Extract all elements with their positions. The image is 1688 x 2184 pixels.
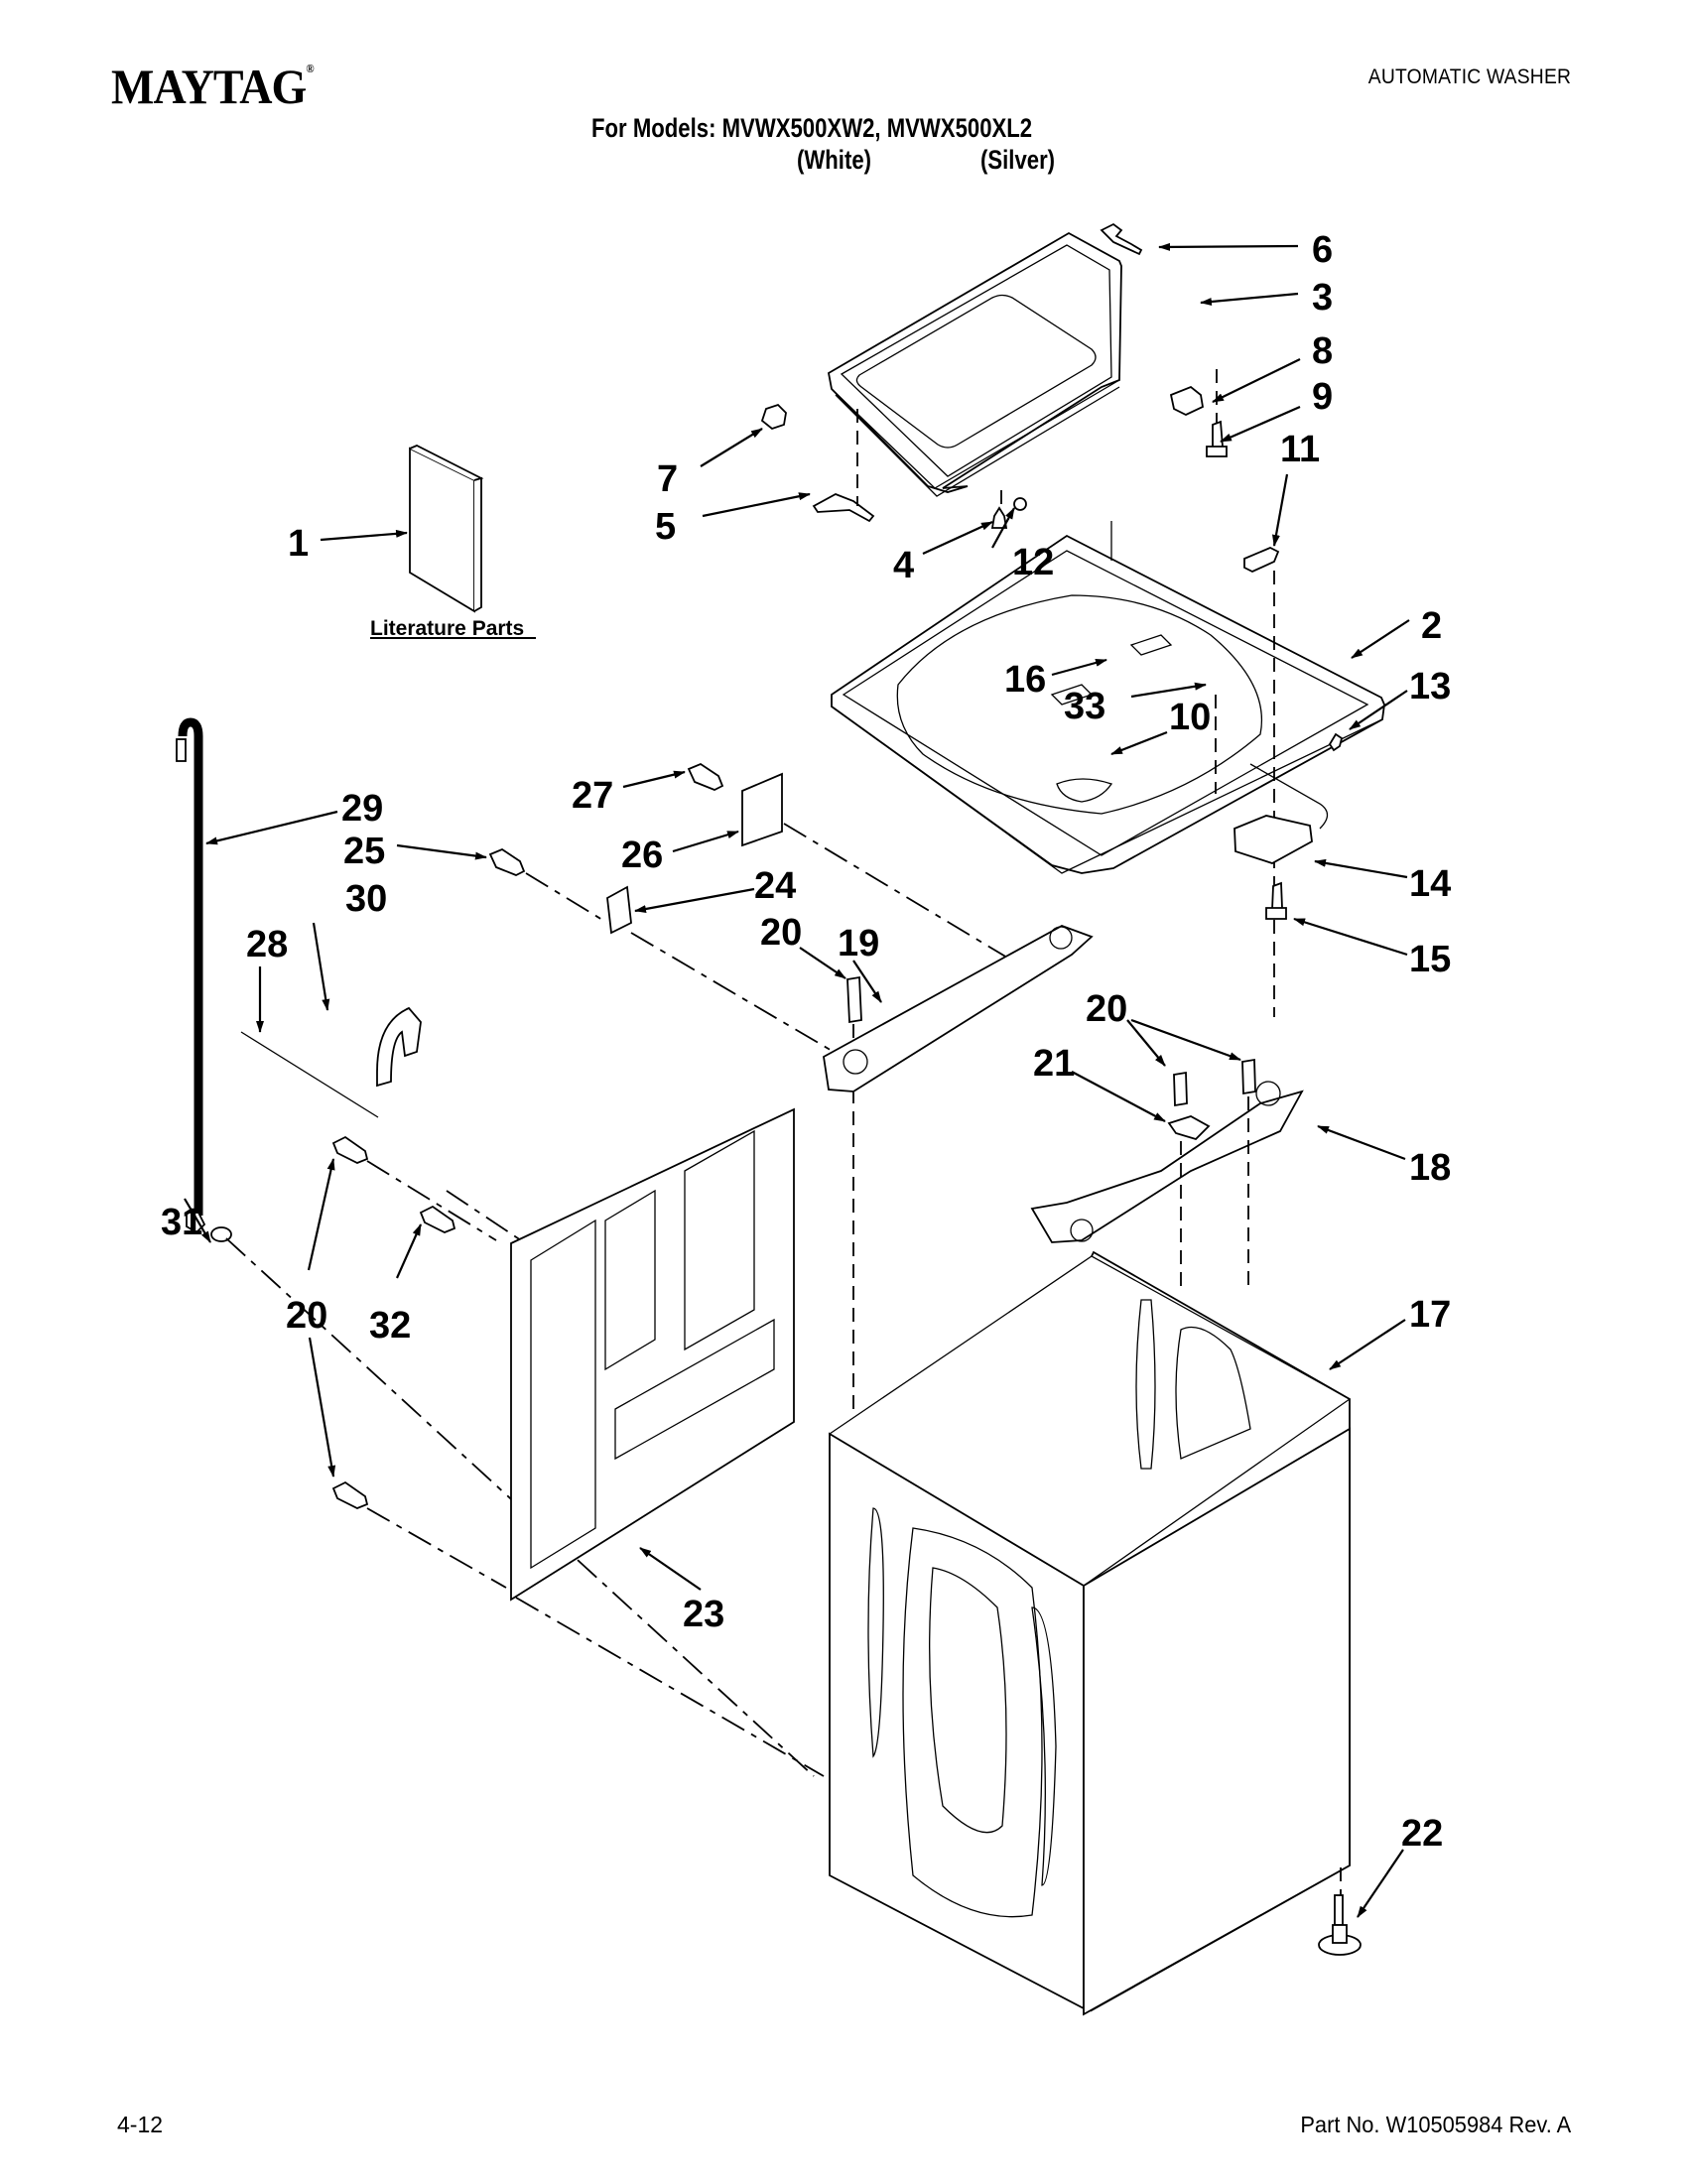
part-number: Part No. W10505984 Rev. A	[1300, 2112, 1571, 2137]
callout-13: 13	[1409, 666, 1451, 707]
leveling-leg-part	[1318, 1894, 1362, 1956]
screw-part-20d	[331, 1135, 369, 1164]
screw-part-32	[419, 1205, 456, 1233]
callout-8: 8	[1312, 330, 1333, 372]
maytag-logo: MAYTAG®	[111, 58, 315, 115]
callout-9: 9	[1312, 376, 1333, 418]
callout-17: 17	[1409, 1294, 1451, 1336]
model-color-white: (White)	[797, 145, 872, 175]
cabinet-part	[828, 1250, 1352, 2016]
callout-28: 28	[246, 924, 288, 965]
models-line: For Models: MVWX500XW2, MVWX500XL2	[591, 113, 1033, 143]
brand-name: MAYTAG	[111, 59, 307, 114]
lid-hinge-pin-part	[812, 493, 875, 523]
top-panel-part	[831, 534, 1385, 874]
hose-guide-part	[376, 1006, 422, 1088]
callout-26: 26	[621, 835, 663, 876]
callout-29: 29	[341, 788, 383, 830]
callout-1: 1	[288, 523, 309, 565]
lid-latch-part	[1169, 385, 1204, 417]
callout-14: 14	[1409, 863, 1451, 905]
screw-part-20e	[331, 1480, 369, 1509]
callout-23: 23	[683, 1594, 724, 1635]
screw-part-20c	[1241, 1058, 1256, 1095]
callout-3: 3	[1312, 277, 1333, 319]
callout-7: 7	[657, 458, 678, 500]
literature-parts-label: Literature Parts	[370, 617, 524, 640]
callout-15: 15	[1409, 939, 1451, 980]
hose-clamp-part	[210, 1226, 232, 1242]
leader-line-1	[320, 529, 408, 542]
page-number: 4-12	[117, 2112, 164, 2137]
callout-16: 16	[1004, 659, 1046, 701]
callout-19: 19	[838, 923, 879, 964]
callout-27: 27	[572, 775, 613, 817]
callout-31: 31	[161, 1202, 202, 1243]
registered-mark: ®	[306, 62, 314, 75]
callout-10: 10	[1169, 697, 1211, 738]
callout-4: 4	[893, 545, 914, 586]
clip-part-21	[1167, 1115, 1211, 1141]
cable-tie-part	[240, 1031, 379, 1118]
screw-part-20b	[1173, 1071, 1188, 1107]
bracket-part-26	[741, 772, 783, 847]
leader-lines	[184, 242, 1410, 1918]
bumper-part-4	[990, 506, 1008, 529]
callout-20-right: 20	[1086, 988, 1127, 1030]
screw-part-15	[1265, 881, 1287, 920]
callout-18: 18	[1409, 1147, 1451, 1189]
front-brace-part	[823, 925, 1094, 1092]
rear-panel-part	[510, 1107, 795, 1602]
callout-11: 11	[1280, 429, 1320, 470]
callout-12: 12	[1012, 542, 1054, 583]
callout-24: 24	[754, 865, 796, 907]
callout-5: 5	[655, 506, 676, 548]
lid-part	[827, 231, 1122, 497]
screw-part-27	[687, 762, 724, 791]
document-type: AUTOMATIC WASHER	[1367, 65, 1571, 88]
callout-22: 22	[1401, 1813, 1443, 1855]
lid-switch-part	[1234, 763, 1329, 864]
screw-part-25	[488, 847, 526, 876]
nut-part-12	[1013, 497, 1027, 511]
hinge-clip-part	[1100, 222, 1143, 256]
rear-brace-part	[1030, 1081, 1304, 1243]
callout-32: 32	[369, 1305, 411, 1347]
callout-20-lower: 20	[286, 1295, 327, 1337]
cap-part-11	[1243, 547, 1280, 573]
model-color-silver: (Silver)	[980, 145, 1056, 175]
callout-20-upper: 20	[760, 912, 802, 954]
callout-33: 33	[1064, 686, 1105, 727]
callout-30: 30	[345, 878, 387, 920]
callout-2: 2	[1421, 605, 1442, 647]
callout-21: 21	[1033, 1043, 1075, 1085]
clip-part-13	[1328, 732, 1344, 752]
callout-6: 6	[1312, 229, 1333, 271]
clip-part-24	[606, 885, 632, 935]
drain-hose-part	[176, 717, 206, 1234]
lid-bumper-part	[760, 403, 787, 431]
literature-booklet-part	[409, 445, 484, 613]
screw-part-20a	[846, 975, 862, 1024]
callout-25: 25	[343, 831, 385, 872]
